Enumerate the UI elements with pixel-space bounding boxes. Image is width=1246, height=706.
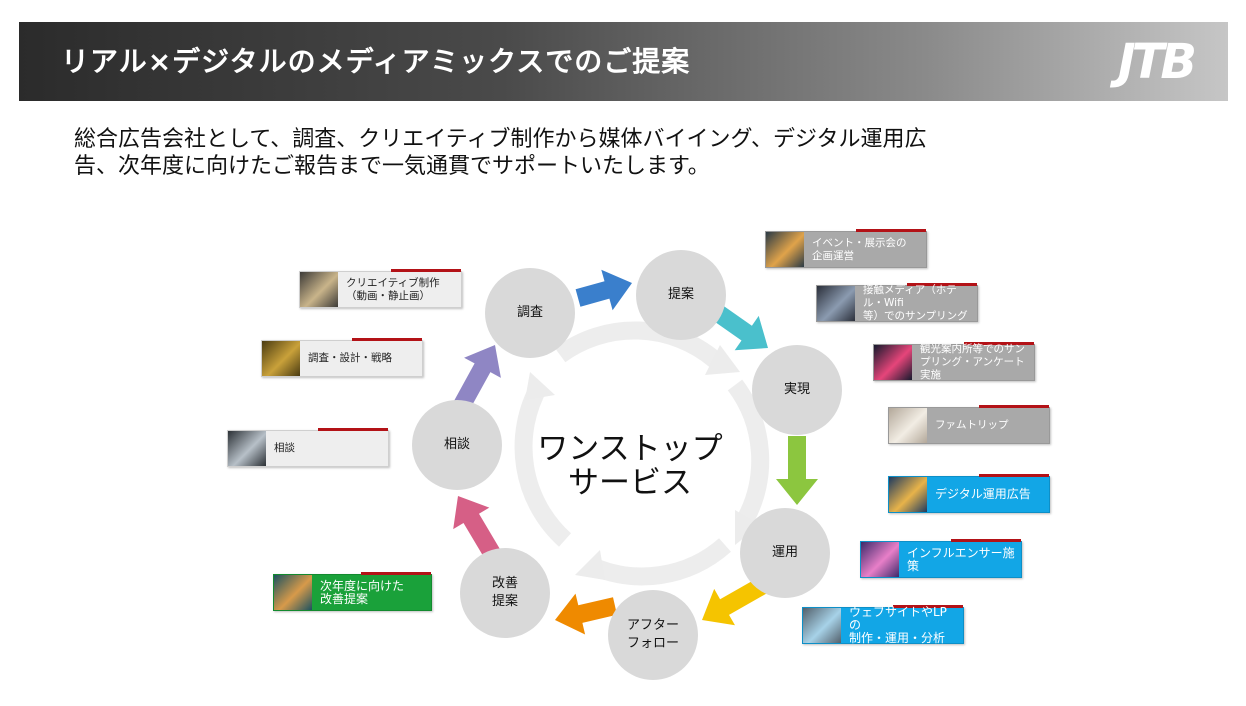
step-operation: 運用 — [740, 508, 830, 598]
card-accent-bar — [318, 428, 388, 431]
card-accent-bar — [352, 338, 422, 341]
card-research: 調査・設計・戦略 — [261, 338, 423, 377]
event-thumbnail — [766, 232, 804, 267]
card-accent-bar — [893, 605, 963, 608]
step-realization: 実現 — [752, 345, 842, 435]
card-tourist-text: 観光案内所等でのサン プリング・アンケート実施 — [920, 343, 1025, 381]
jtb-logo: JTB — [1117, 34, 1197, 90]
step-realization-label: 実現 — [783, 382, 810, 397]
next-year-thumbnail — [274, 575, 312, 610]
card-accent-bar — [951, 539, 1021, 542]
card-website: ウェブサイトやLPの 制作・運用・分析 — [802, 605, 964, 645]
influencer-thumbnail — [861, 542, 899, 577]
media-thumbnail — [817, 286, 855, 321]
page-title: リアル×デジタルのメディアミックスでのご提案 — [61, 45, 691, 78]
card-accent-bar — [964, 342, 1034, 345]
card-media-text: 接触メディア（ホテル・Wifi 等）でのサンプリング — [863, 284, 968, 322]
card-digital-ads: デジタル運用広告 — [888, 474, 1050, 513]
card-famtrip-text: ファムトリップ — [935, 419, 1009, 431]
card-media: 接触メディア（ホテル・Wifi 等）でのサンプリング — [816, 283, 978, 322]
step-operation-label: 運用 — [771, 545, 798, 560]
card-accent-bar — [856, 229, 926, 232]
card-creative: クリエイティブ制作 （動画・静止画） — [299, 269, 462, 308]
famtrip-thumbnail — [889, 408, 927, 443]
arrow-research-to-proposal — [575, 269, 632, 311]
one-stop-service-label: ワンストップ サービス — [537, 431, 723, 501]
card-famtrip: ファムトリップ — [888, 405, 1050, 444]
tourist-thumbnail — [874, 345, 912, 380]
digital-ads-thumbnail — [889, 477, 927, 512]
card-event: イベント・展示会の 企画運営 — [765, 229, 927, 268]
card-accent-bar — [391, 269, 461, 272]
arrow-operation-to-after-follow — [702, 576, 770, 626]
creative-thumbnail — [300, 272, 338, 307]
arrow-after-follow-to-improvement — [555, 593, 617, 635]
step-improvement-label: 改善 提案 — [491, 576, 518, 609]
card-influencer-text: インフルエンサー施策 — [907, 545, 1015, 573]
step-consultation-label: 相談 — [443, 437, 470, 452]
card-tourist: 観光案内所等でのサン プリング・アンケート実施 — [873, 342, 1035, 381]
card-creative-text: クリエイティブ制作 （動画・静止画） — [346, 276, 440, 302]
card-consult-text: 相談 — [274, 442, 295, 454]
step-consultation: 相談 — [412, 400, 502, 490]
card-consult: 相談 — [227, 428, 389, 467]
card-research-text: 調査・設計・戦略 — [308, 352, 392, 364]
step-proposal: 提案 — [636, 250, 726, 340]
step-research: 調査 — [485, 268, 575, 358]
intro-text: 総合広告会社として、調査、クリエイティブ制作から媒体バイイング、デジタル運用広告… — [74, 127, 927, 179]
card-accent-bar — [907, 283, 977, 286]
inner-circle-arrows — [514, 321, 770, 586]
arrow-improvement-to-consultation — [453, 496, 501, 560]
arrow-consultation-to-research — [454, 345, 501, 410]
step-after-follow: アフター フォロー — [608, 590, 698, 680]
card-accent-bar — [361, 572, 431, 575]
card-influencer: インフルエンサー施策 — [860, 539, 1022, 578]
step-proposal-label: 提案 — [667, 287, 694, 302]
step-arrows — [453, 269, 818, 635]
step-research-label: 調査 — [516, 305, 543, 320]
card-next-year-text: 次年度に向けた 改善提案 — [320, 578, 405, 606]
card-accent-bar — [979, 474, 1049, 477]
step-after-follow-label: アフター フォロー — [626, 618, 679, 651]
step-improvement: 改善 提案 — [460, 548, 550, 638]
card-website-text: ウェブサイトやLPの 制作・運用・分析 — [849, 605, 947, 645]
research-thumbnail — [262, 341, 300, 376]
consult-thumbnail — [228, 431, 266, 466]
card-digital-ads-text: デジタル運用広告 — [935, 487, 1031, 501]
card-event-text: イベント・展示会の 企画運営 — [812, 236, 907, 262]
website-thumbnail — [803, 608, 841, 643]
header-bar: リアル×デジタルのメディアミックスでのご提案 JTB — [19, 22, 1228, 101]
card-next-year: 次年度に向けた 改善提案 — [273, 572, 432, 611]
card-accent-bar — [979, 405, 1049, 408]
arrow-realization-to-operation — [776, 436, 818, 505]
